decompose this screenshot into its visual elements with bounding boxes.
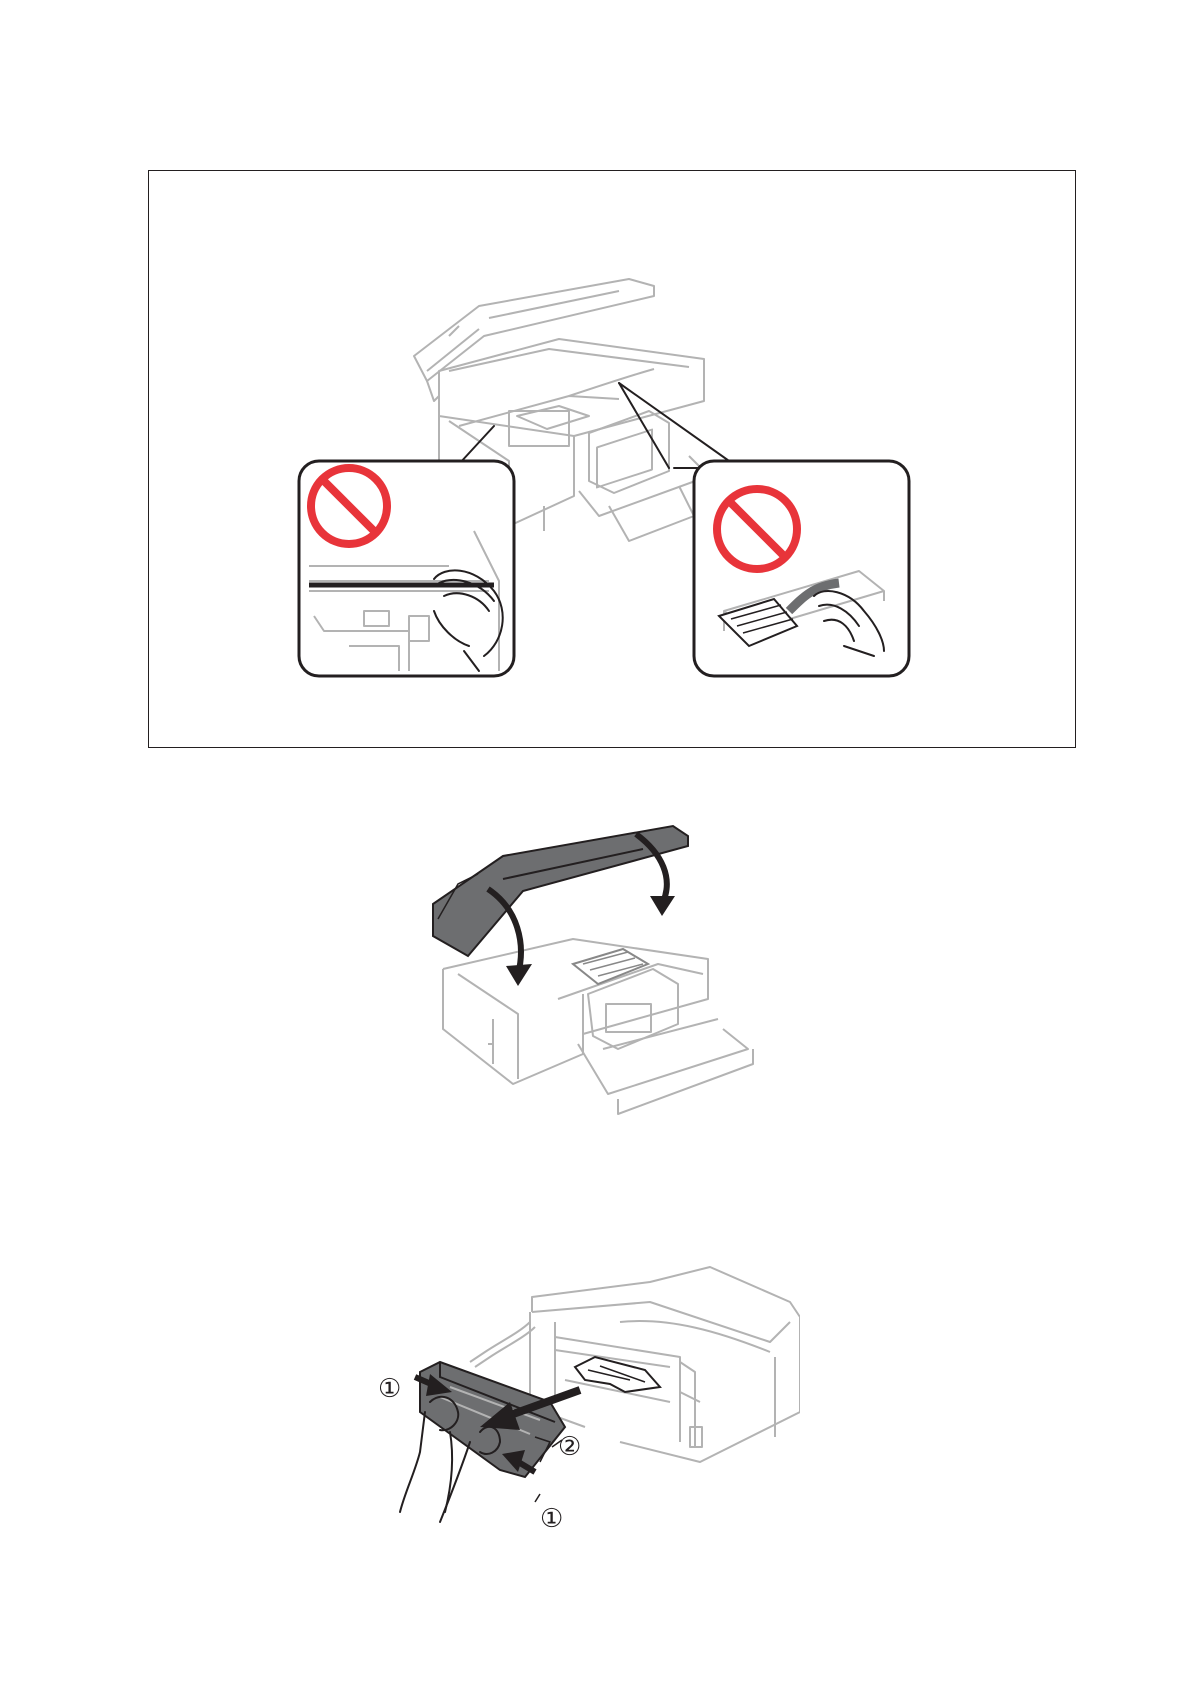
rear-unit-illustration: ① ② ①	[380, 1262, 800, 1582]
figure-remove-rear-unit: ① ② ①	[380, 1262, 800, 1582]
step-1-label-left: ①	[380, 1374, 401, 1404]
figure-printer-scanner-open-warning	[148, 170, 1076, 748]
close-scanner-illustration	[418, 824, 778, 1124]
step-2-label: ②	[558, 1432, 581, 1462]
scanner-lid	[414, 279, 654, 401]
ink-cartridge-holder	[573, 949, 648, 984]
callout-right	[694, 461, 909, 676]
figure-close-scanner-unit	[418, 824, 778, 1124]
step-1-label-right: ①	[540, 1504, 563, 1534]
printer-open-illustration	[149, 171, 1075, 747]
callout-left	[299, 461, 514, 676]
jammed-paper	[575, 1357, 660, 1392]
